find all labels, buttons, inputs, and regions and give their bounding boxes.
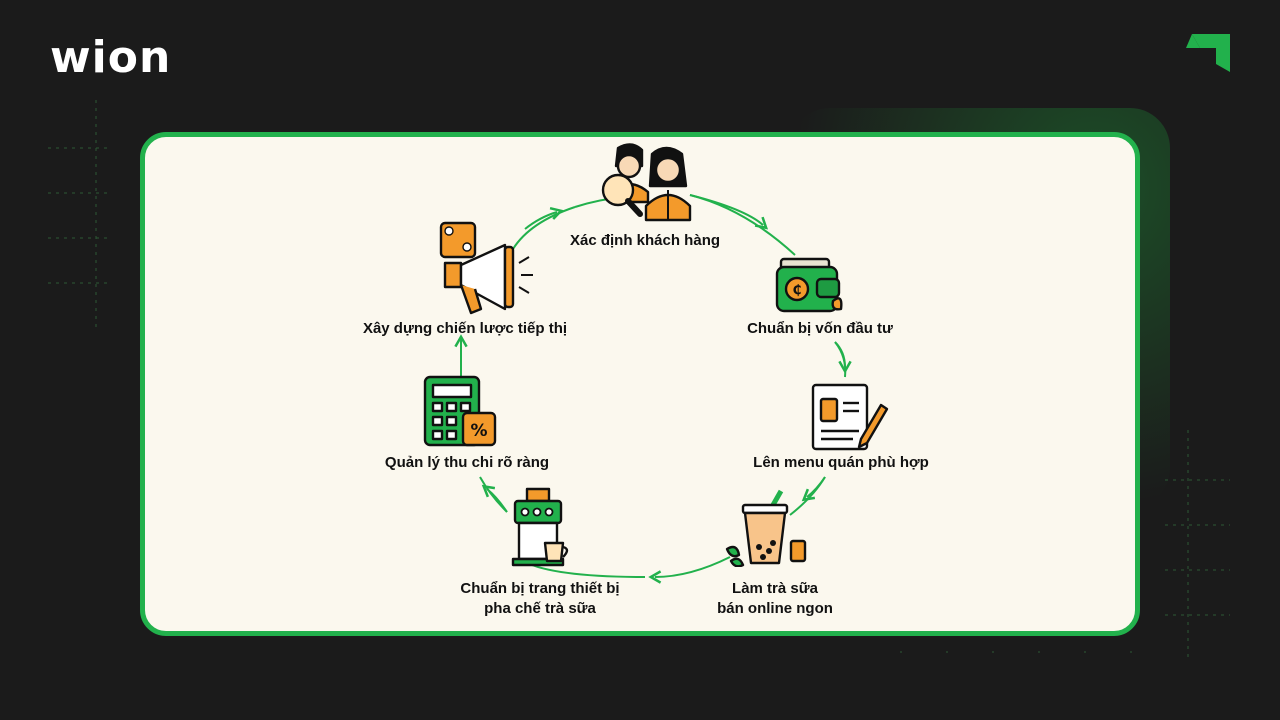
grid-decoration-right <box>1165 430 1230 660</box>
step-label-identify-customers: Xác định khách hàng <box>569 232 721 249</box>
step-label-make-milk-tea: Làm trà sữa bán online ngon <box>685 579 865 619</box>
megaphone-icon <box>439 221 533 315</box>
step-label-manage-finances: Quản lý thu chi rõ ràng <box>384 454 550 471</box>
wallet-icon: ₵ <box>775 257 843 313</box>
wion-logo: wion <box>50 32 172 83</box>
milk-tea-icon <box>725 489 807 567</box>
step-label-prepare-equipment: Chuẩn bị trang thiết bị pha chế trà sữa <box>440 579 640 619</box>
arrow-corner-icon <box>1186 34 1230 72</box>
menu-document-icon <box>811 383 889 451</box>
svg-text:%: % <box>470 421 487 441</box>
step-label-build-menu: Lên menu quán phù hợp <box>753 454 929 471</box>
cycle-panel: Xác định khách hàng ₵ Chuẩn bị vốn đầu t… <box>140 132 1140 636</box>
calculator-icon: % <box>423 375 497 447</box>
step-label-prepare-equipment-line1: Chuẩn bị trang thiết bị <box>460 580 620 597</box>
step-label-prepare-equipment-line2: pha chế trà sữa <box>484 600 596 617</box>
step-label-make-milk-tea-line2: bán online ngon <box>717 600 833 617</box>
step-label-make-milk-tea-line1: Làm trà sữa <box>732 580 818 597</box>
customers-magnifier-icon <box>601 143 692 222</box>
grid-decoration-bottom <box>900 651 1150 653</box>
step-label-marketing-strategy: Xây dựng chiến lược tiếp thị <box>362 320 568 337</box>
brewing-machine-icon <box>511 487 569 567</box>
svg-text:₵: ₵ <box>792 283 801 298</box>
grid-decoration-left <box>48 100 110 330</box>
step-label-prepare-capital: Chuẩn bị vốn đầu tư <box>747 320 893 337</box>
